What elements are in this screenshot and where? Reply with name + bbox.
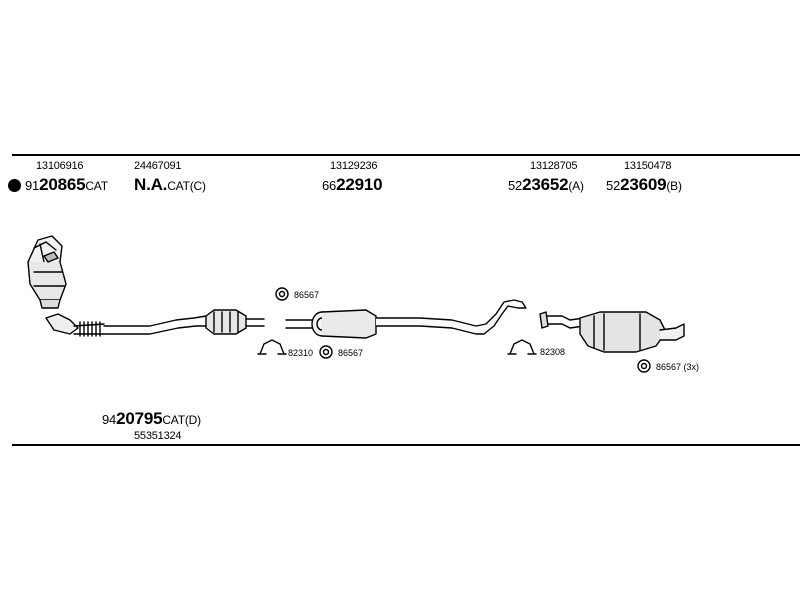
- part-front-na: N.A.CAT(C): [134, 175, 206, 194]
- oe-number-middle: 13129236: [330, 160, 378, 172]
- part-middle: 6622910: [322, 175, 383, 194]
- fitting-code-1: 86567: [294, 290, 320, 300]
- part-front-cat: 9120865CAT: [8, 176, 108, 194]
- oe-number-front-right: 24467091: [134, 160, 182, 172]
- oe-number-bottom: 55351324: [134, 430, 182, 442]
- fitting-code-2: 82310: [288, 348, 314, 358]
- middle-silencer-pipe: [285, 299, 527, 339]
- clamp-icon: [507, 339, 537, 355]
- fitting-code-5: 86567 (3x): [656, 362, 700, 372]
- part-rear-b: 5223609(B): [606, 175, 682, 194]
- clamp-icon: [257, 339, 287, 355]
- rubber-ring-icon: [275, 287, 289, 301]
- front-catalyst-manifold: [27, 235, 67, 309]
- oe-number-rear-right: 13150478: [624, 160, 672, 172]
- top-rule: [12, 154, 800, 156]
- catalytic-converter: [205, 309, 265, 335]
- fitting-code-3: 86567: [338, 348, 364, 358]
- rear-silencer: [539, 311, 685, 353]
- oe-number-front-left: 13106916: [36, 160, 84, 172]
- oe-number-rear-left: 13128705: [530, 160, 578, 172]
- part-rear-a: 5223652(A): [508, 175, 584, 194]
- rubber-ring-icon: [319, 345, 333, 359]
- front-pipe: [45, 313, 207, 337]
- bottom-rule: [12, 444, 800, 446]
- fitting-code-4: 82308: [540, 347, 566, 357]
- part-bottom-cat: 9420795CAT(D): [102, 409, 201, 428]
- rubber-ring-icon: [637, 359, 651, 373]
- black-dot-icon: [8, 179, 21, 192]
